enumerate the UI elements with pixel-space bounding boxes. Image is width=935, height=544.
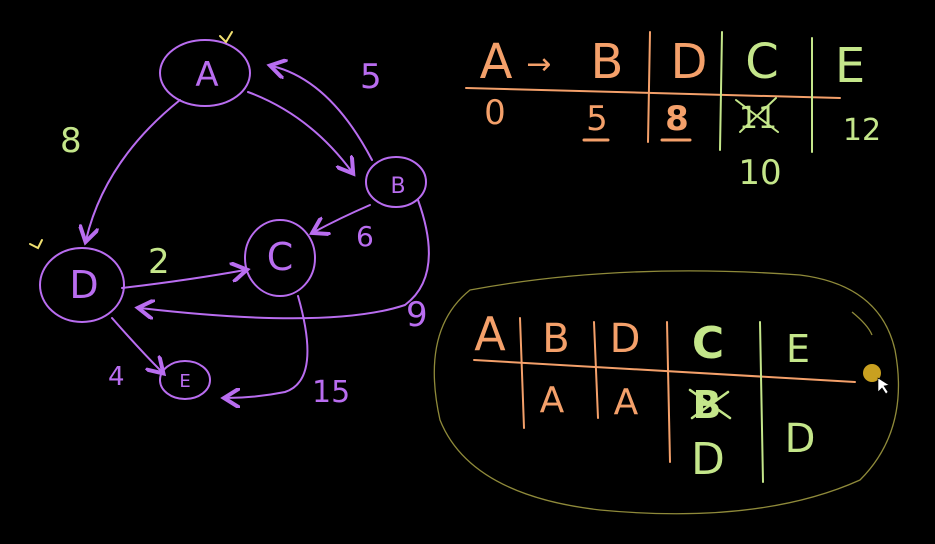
pointer-icon — [877, 377, 890, 395]
pred-header-c: C — [692, 318, 724, 369]
pred-header-b: B — [542, 316, 569, 362]
dist-header-b: B — [591, 34, 624, 90]
node-d-label: D — [69, 263, 98, 307]
node-b-label: B — [390, 174, 405, 199]
dist-col-divider-1 — [647, 31, 651, 143]
dist-value-c-crossed: 11 — [739, 101, 777, 136]
weight-a-b: 5 — [360, 57, 382, 97]
edge-weights: 5 8 6 9 2 4 15 — [60, 57, 428, 410]
pred-header-a: A — [474, 307, 506, 361]
node-c-label: C — [267, 235, 294, 279]
node-a-label: A — [195, 55, 218, 95]
pred-header-e: E — [786, 327, 810, 371]
edge-d-c — [121, 270, 245, 289]
predecessor-table: A B D C E A A B D D — [433, 270, 900, 515]
graph — [29, 31, 430, 400]
dist-header-d: D — [671, 34, 708, 90]
weight-c-e: 15 — [312, 375, 350, 410]
edge-a-d — [86, 99, 181, 240]
node-e-label: E — [179, 371, 190, 392]
dist-header-e: E — [835, 38, 865, 94]
weight-a-d: 8 — [60, 121, 82, 161]
weight-b-d: 9 — [406, 295, 428, 335]
dist-value-b: 5 — [586, 99, 608, 139]
edge-d-e — [111, 317, 162, 372]
pen-cursor — [863, 364, 890, 395]
distance-table: A → B D C E 0 5 8 11 12 10 — [465, 31, 881, 193]
pred-value-b: A — [540, 380, 565, 421]
dist-strike-c-2 — [739, 97, 777, 133]
edge-b-a-return — [272, 66, 373, 161]
edge-c-e — [226, 295, 309, 398]
node-b-circle — [365, 156, 427, 208]
pred-value-c-updated: D — [691, 434, 725, 485]
node-labels: A B C D E — [69, 55, 405, 392]
weight-d-e: 4 — [108, 362, 125, 392]
pred-table-enclosure — [433, 270, 900, 515]
pen-cursor-dot — [863, 364, 881, 382]
dist-header-a: A — [480, 34, 513, 90]
pred-value-c-crossed: B — [693, 383, 722, 427]
visited-mark-d — [29, 239, 43, 250]
edge-b-d — [140, 199, 430, 318]
pred-value-e: D — [785, 416, 816, 462]
dist-value-a: 0 — [484, 93, 506, 133]
dist-value-d: 8 — [665, 99, 689, 139]
pred-col-divider-2 — [593, 321, 599, 419]
pred-col-divider-4 — [759, 321, 764, 483]
node-c-circle — [244, 219, 316, 297]
node-a-circle — [159, 39, 251, 107]
edge-a-b — [247, 91, 352, 172]
dist-table-hline — [465, 87, 841, 99]
node-d-circle — [39, 247, 125, 323]
pred-strike-c-2 — [690, 390, 730, 420]
dist-value-c-updated: 10 — [738, 153, 781, 193]
dist-col-divider-2 — [719, 31, 723, 151]
dist-header-c: C — [745, 34, 779, 90]
pred-header-d: D — [610, 316, 641, 362]
pred-value-d: A — [614, 382, 639, 423]
pred-table-tail — [851, 311, 873, 336]
weight-d-c: 2 — [148, 242, 170, 282]
pred-col-divider-1 — [519, 317, 525, 429]
dist-value-e: 12 — [843, 113, 881, 148]
edge-b-c — [314, 204, 371, 232]
pred-table-hline — [473, 359, 856, 383]
node-e-circle — [159, 360, 211, 400]
dist-arrow: → — [526, 47, 551, 82]
visited-mark-a — [219, 31, 233, 44]
pred-col-divider-3 — [666, 321, 671, 463]
weight-b-c: 6 — [356, 220, 374, 253]
